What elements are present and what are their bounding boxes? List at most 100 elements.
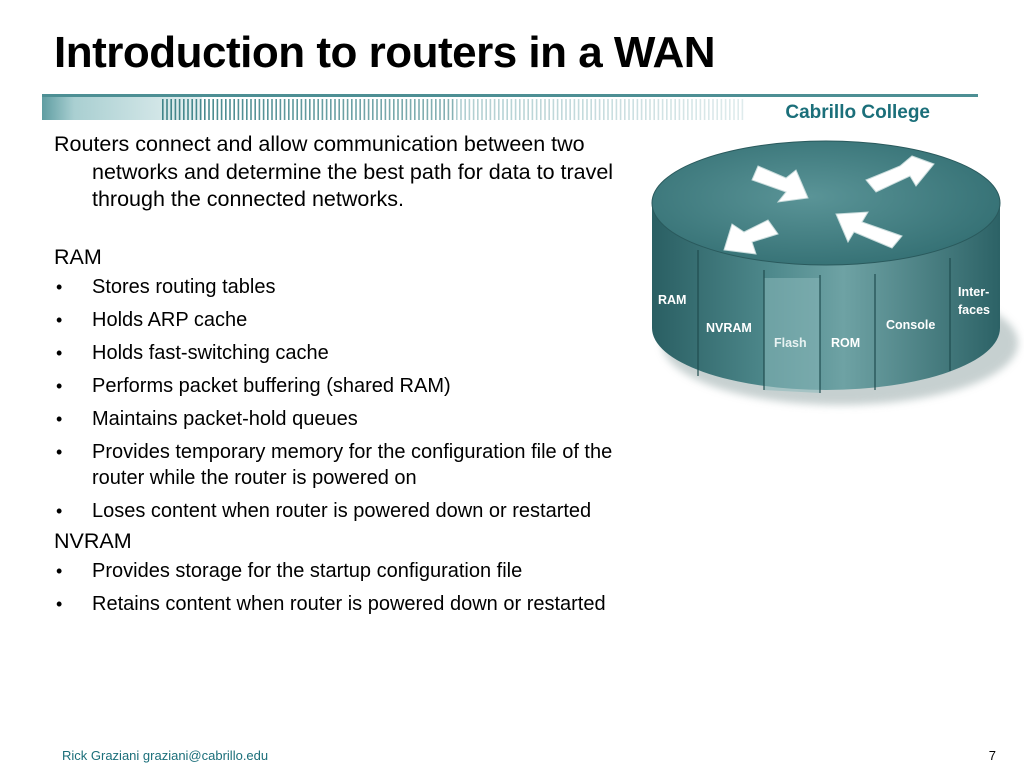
banner-stripe [418, 99, 420, 120]
banner-stripe [321, 99, 324, 120]
bullet-text: Provides storage for the startup configu… [92, 559, 523, 582]
banner-stripe [573, 99, 576, 120]
banner-stripe [443, 99, 445, 120]
banner-stripe [586, 99, 588, 120]
console-label: Console [886, 318, 935, 332]
banner-stripe [254, 99, 256, 120]
banner-stripe [640, 99, 643, 120]
banner-stripe [636, 99, 639, 120]
banner-stripe [225, 99, 227, 120]
banner-stripe [283, 99, 286, 120]
bullet-text: Loses content when router is powered dow… [92, 500, 592, 522]
slide-body: Routers connect and allow communication … [54, 131, 634, 624]
banner-stripe [241, 99, 244, 120]
banner-stripe [237, 99, 240, 120]
section-heading: NVRAM [54, 528, 132, 553]
list-item: •Stores routing tables [54, 274, 634, 301]
banner-stripe [426, 99, 429, 120]
slide-title: Introduction to routers in a WAN [54, 28, 716, 77]
bullet-icon: • [56, 560, 63, 581]
banner-stripe [628, 99, 630, 120]
banner-stripe [594, 99, 597, 120]
banner-stripe [355, 99, 357, 120]
banner-stripe [212, 99, 214, 120]
banner-stripe [359, 99, 361, 120]
banner-stripe [695, 99, 697, 120]
banner-stripe [552, 99, 555, 120]
banner-stripe [258, 99, 261, 120]
banner-stripe [716, 99, 718, 120]
banner-stripe [502, 99, 504, 120]
banner-stripe [380, 99, 382, 120]
banner-stripe [527, 99, 529, 120]
banner-stripe [376, 99, 378, 120]
banner-stripe [279, 99, 282, 120]
banner-stripe [670, 99, 672, 120]
list-item: • Provides storage for the startup config… [54, 558, 634, 585]
banner-stripe [430, 99, 433, 120]
banner-stripe [414, 99, 416, 120]
banner-stripe [733, 99, 735, 120]
banner-stripe [246, 99, 248, 120]
banner-stripe [498, 99, 500, 120]
banner-stripe [708, 99, 710, 120]
banner-stripe [275, 99, 277, 120]
banner-stripe [565, 99, 567, 120]
banner-stripe [724, 99, 727, 120]
banner-stripe [523, 99, 525, 120]
bullet-text: Stores routing tables [92, 275, 276, 298]
banner-stripe [233, 99, 235, 120]
banner-stripe [405, 99, 408, 120]
bullet-text: Holds fast-switching cache [92, 341, 329, 364]
banner-stripe [178, 99, 181, 120]
banner-stripe [216, 99, 219, 120]
banner-stripe [267, 99, 269, 120]
banner-stripe [489, 99, 492, 120]
bullet-icon: • [56, 593, 63, 614]
banner-stripe [174, 99, 177, 120]
section-ram: RAM •Stores routing tables •Holds ARP ca… [54, 241, 634, 525]
banner-stripe [481, 99, 483, 120]
banner-stripe [342, 99, 345, 120]
banner-stripe [199, 99, 202, 120]
router-diagram: RAM NVRAM Flash ROM Console Inter- faces [651, 140, 1018, 405]
banner-stripe [653, 99, 655, 120]
banner-stripe [477, 99, 479, 120]
banner-stripe [493, 99, 496, 120]
banner-stripe [313, 99, 315, 120]
banner-stripe [393, 99, 395, 120]
bullet-icon: • [56, 408, 63, 429]
banner-stripe [666, 99, 668, 120]
bullet-text: Performs packet buffering (shared RAM) [92, 374, 451, 397]
banner-stripe [485, 99, 487, 120]
banner-stripe [531, 99, 534, 120]
banner-stripe [325, 99, 328, 120]
banner-stripe [535, 99, 538, 120]
bullet-text: Provides temporary memory for the config… [92, 440, 613, 490]
nvram-label: NVRAM [706, 321, 752, 335]
banner-stripe [741, 99, 744, 120]
rom-label: ROM [831, 336, 860, 350]
list-item: •Performs packet buffering (shared RAM) [54, 373, 634, 400]
bullet-text: Holds ARP cache [92, 308, 248, 331]
banner-stripe [737, 99, 739, 120]
banner-stripe [183, 99, 185, 120]
banner-stripe [351, 99, 353, 120]
banner-stripe [363, 99, 366, 120]
banner-stripe [191, 99, 193, 120]
college-name: Cabrillo College [785, 102, 930, 123]
ram-label: RAM [658, 293, 686, 307]
panel-dividers [697, 250, 951, 393]
banner-stripe [540, 99, 542, 120]
banner-stripe [687, 99, 689, 120]
banner-stripe [598, 99, 601, 120]
banner-stripe [577, 99, 580, 120]
banner-stripe [456, 99, 458, 120]
banner-stripe [187, 99, 189, 120]
bullet-text: Retains content when router is powered d… [92, 592, 606, 615]
banner-stripe [300, 99, 303, 120]
banner-stripe [661, 99, 664, 120]
banner-stripe [409, 99, 412, 120]
banner-stripe [288, 99, 290, 120]
bullet-icon: • [56, 501, 63, 521]
